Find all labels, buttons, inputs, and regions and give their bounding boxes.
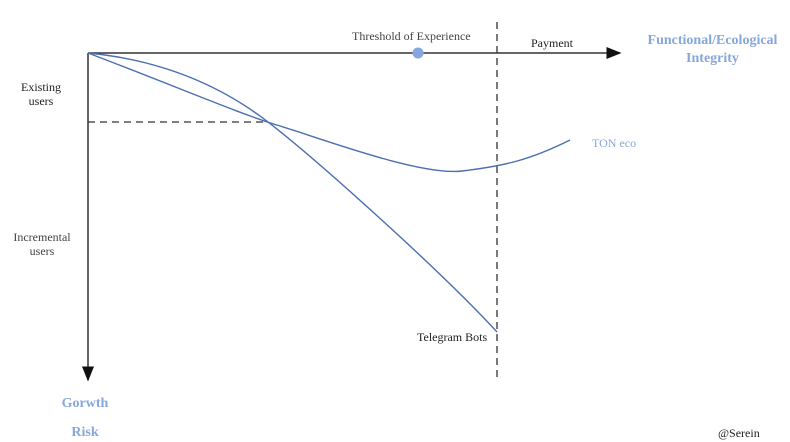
threshold-label: Threshold of Experience [352, 29, 471, 43]
y-axis-title-line2: Risk [71, 425, 99, 440]
y-axis-title-line1: Gorwth [61, 396, 109, 411]
x-axis-title-line1: Functional/Ecological [647, 33, 778, 48]
ton-eco-curve [87, 52, 571, 173]
ton-eco-label: TON eco [592, 136, 637, 150]
credit-label: @Serein [718, 426, 760, 440]
incremental-line1: Incremental [13, 230, 71, 244]
payment-label: Payment [531, 36, 573, 50]
telegram-bots-label: Telegram Bots [417, 330, 488, 344]
threshold-dot [412, 47, 424, 59]
x-axis-title: Functional/Ecological Integrity [630, 32, 790, 68]
incremental-line2: users [29, 244, 55, 258]
existing-users-label: Existing users [10, 80, 72, 108]
x-axis-title-line2: Integrity [686, 51, 739, 66]
incremental-users-label: Incremental users [2, 230, 82, 258]
existing-line2: users [28, 94, 54, 108]
existing-line1: Existing [20, 80, 61, 94]
telegram-bots-curve [87, 52, 498, 333]
